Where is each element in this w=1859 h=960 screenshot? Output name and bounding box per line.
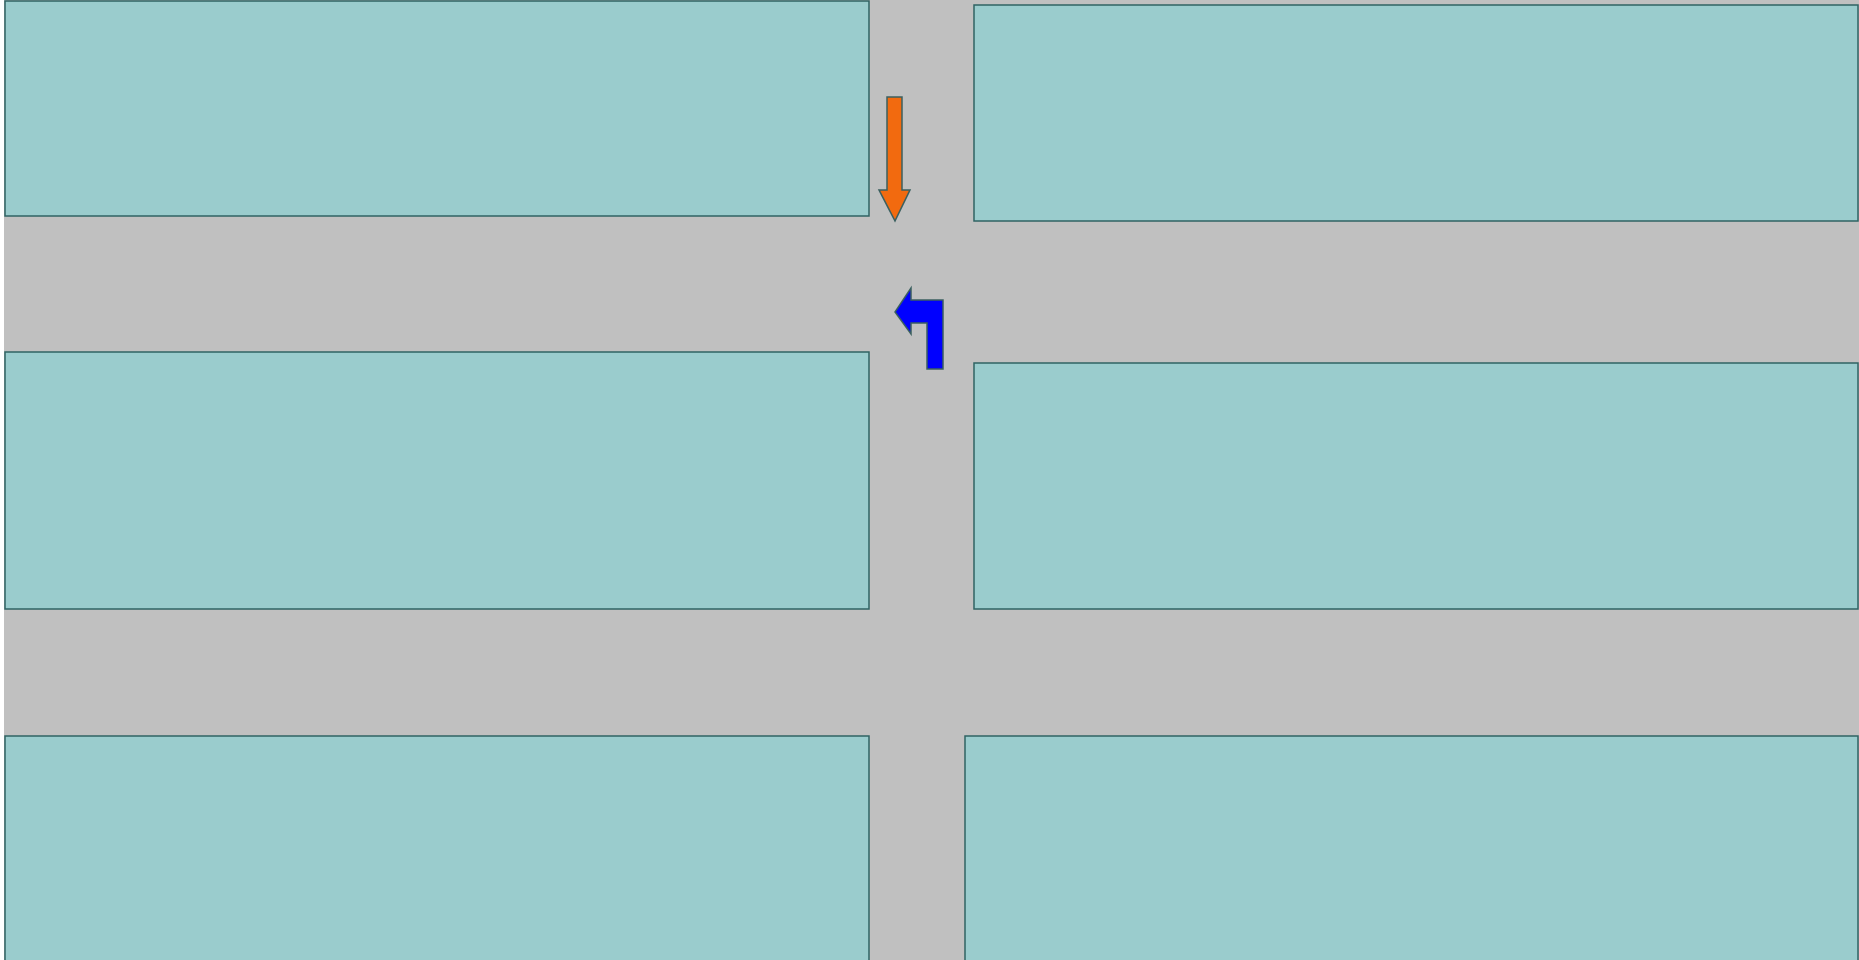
block-middle-left bbox=[4, 351, 870, 610]
block-bottom-left bbox=[4, 735, 870, 960]
block-top-right bbox=[973, 4, 1859, 222]
block-middle-right bbox=[973, 362, 1859, 610]
left-turn-arrow bbox=[894, 285, 944, 370]
block-top-left bbox=[4, 0, 870, 217]
straight-down-arrow bbox=[877, 96, 912, 223]
block-bottom-right bbox=[964, 735, 1859, 960]
